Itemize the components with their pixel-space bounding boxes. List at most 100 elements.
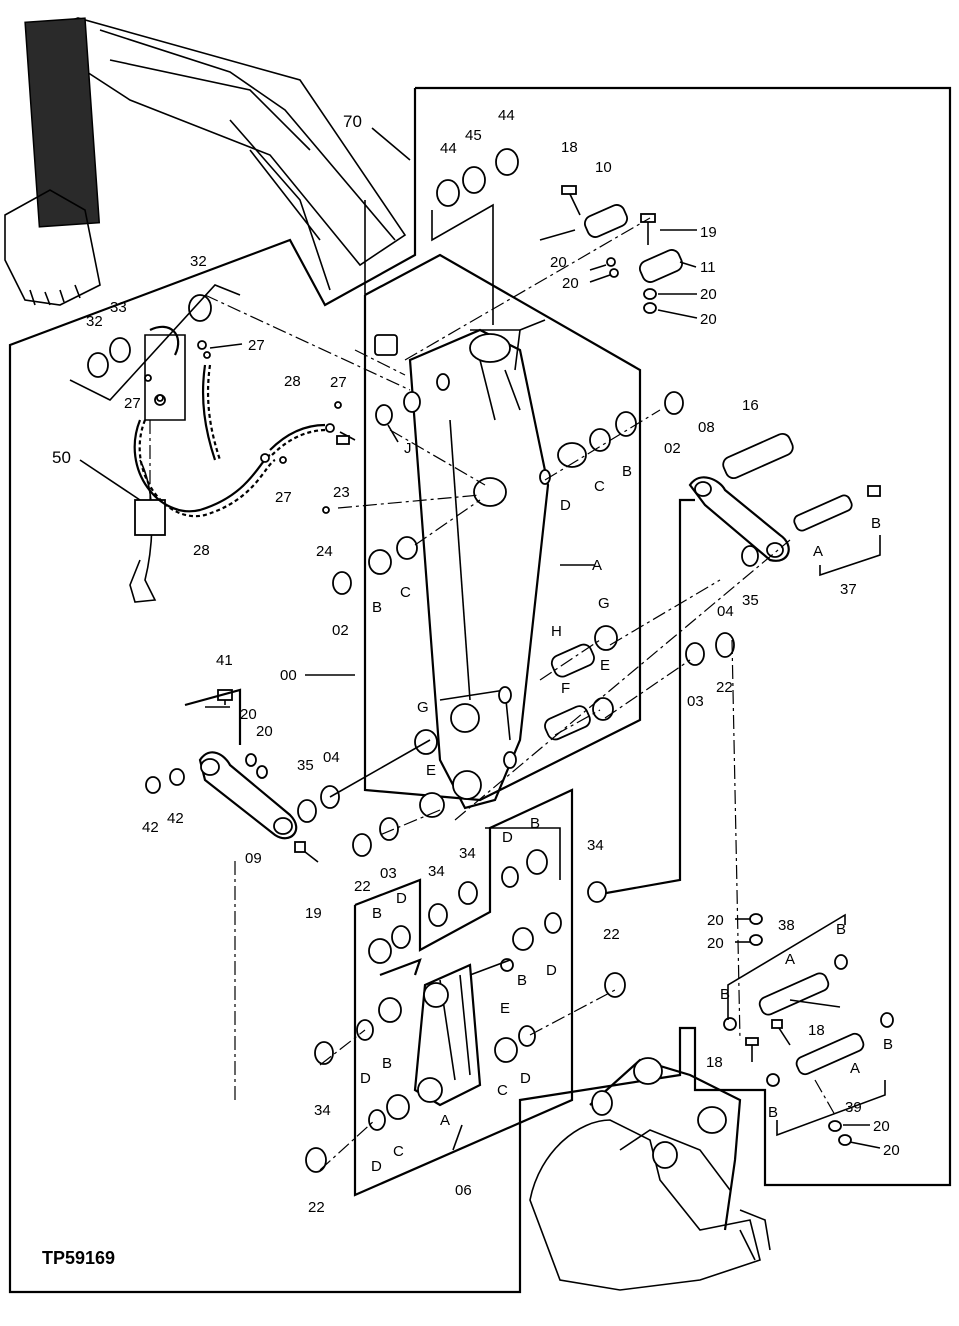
callout-34: 34 <box>459 845 476 862</box>
callout-27: 27 <box>248 337 265 354</box>
callout-20: 20 <box>700 286 717 303</box>
callout-06: 06 <box>455 1182 472 1199</box>
callout-D: D <box>546 962 557 979</box>
callout-20: 20 <box>707 912 724 929</box>
callout-32: 32 <box>190 253 207 270</box>
callout-D: D <box>360 1070 371 1087</box>
callout-20: 20 <box>240 706 257 723</box>
callout-28: 28 <box>284 373 301 390</box>
callout-04: 04 <box>717 603 734 620</box>
callout-D: D <box>560 497 571 514</box>
callout-27: 27 <box>330 374 347 391</box>
callout-33: 33 <box>110 299 127 316</box>
callout-70: 70 <box>343 112 362 131</box>
callout-G: G <box>417 699 429 716</box>
callout-labels: 70 44 45 44 18 10 19 11 20 20 20 20 32 3… <box>52 107 900 1216</box>
callout-A: A <box>850 1060 860 1077</box>
callout-18: 18 <box>561 139 578 156</box>
arm-bushings <box>332 334 735 841</box>
callout-09: 09 <box>245 850 262 867</box>
callout-35: 35 <box>742 592 759 609</box>
callout-B: B <box>382 1055 392 1072</box>
callout-34: 34 <box>587 837 604 854</box>
callout-20: 20 <box>873 1118 890 1135</box>
callout-B: B <box>622 463 632 480</box>
callout-20: 20 <box>562 275 579 292</box>
callout-02: 02 <box>664 440 681 457</box>
callout-B: B <box>530 815 540 832</box>
frame-lines <box>8 86 952 1294</box>
callout-A: A <box>440 1112 450 1129</box>
callout-02: 02 <box>332 622 349 639</box>
callout-E: E <box>500 1000 510 1017</box>
callout-23: 23 <box>333 484 350 501</box>
callout-A: A <box>813 543 823 560</box>
callout-24: 24 <box>316 543 333 560</box>
callout-E: E <box>600 657 610 674</box>
excavator-arm-silhouette <box>4 17 407 306</box>
callout-27: 27 <box>124 395 141 412</box>
callout-J: J <box>404 440 412 457</box>
bucket-silhouette <box>529 1057 771 1291</box>
callout-D: D <box>502 829 513 846</box>
link-08-group <box>594 432 881 897</box>
callout-22: 22 <box>308 1199 325 1216</box>
callout-41: 41 <box>216 652 233 669</box>
callout-B: B <box>372 905 382 922</box>
callout-19: 19 <box>305 905 322 922</box>
callout-B: B <box>720 986 730 1003</box>
dashed-leaders <box>204 294 791 1100</box>
callout-B: B <box>768 1104 778 1121</box>
callout-20: 20 <box>883 1142 900 1159</box>
callout-32: 32 <box>86 313 103 330</box>
callout-04: 04 <box>323 749 340 766</box>
callout-A: A <box>592 557 602 574</box>
washer-stack-32-33 <box>69 284 356 514</box>
callout-22: 22 <box>354 878 371 895</box>
callout-E: E <box>426 762 436 779</box>
callout-37: 37 <box>840 581 857 598</box>
callout-H: H <box>551 623 562 640</box>
callout-C: C <box>594 478 605 495</box>
callout-18: 18 <box>808 1022 825 1039</box>
callout-03: 03 <box>380 865 397 882</box>
callout-C: C <box>400 584 411 601</box>
callout-42: 42 <box>142 819 159 836</box>
callout-B: B <box>517 972 527 989</box>
callout-G: G <box>598 595 610 612</box>
callout-00: 00 <box>280 667 297 684</box>
callout-08: 08 <box>698 419 715 436</box>
callout-42: 42 <box>167 810 184 827</box>
callout-B: B <box>883 1036 893 1053</box>
callout-B: B <box>372 599 382 616</box>
callout-C: C <box>497 1082 508 1099</box>
callout-C: C <box>393 1143 404 1160</box>
callout-20: 20 <box>550 254 567 271</box>
callout-18: 18 <box>706 1054 723 1071</box>
callout-39: 39 <box>845 1099 862 1116</box>
callout-D: D <box>371 1158 382 1175</box>
callout-A: A <box>785 951 795 968</box>
main-arm-00 <box>403 328 551 810</box>
callout-44: 44 <box>498 107 515 124</box>
callout-20: 20 <box>700 311 717 328</box>
callout-45: 45 <box>465 127 482 144</box>
callout-03: 03 <box>687 693 704 710</box>
callout-50: 50 <box>52 448 71 467</box>
label-leaders <box>79 127 881 1151</box>
callout-44: 44 <box>440 140 457 157</box>
callout-20: 20 <box>707 935 724 952</box>
callout-34: 34 <box>428 863 445 880</box>
link-09-group <box>145 688 431 863</box>
callout-20: 20 <box>256 723 273 740</box>
callout-D: D <box>396 890 407 907</box>
callout-B: B <box>871 515 881 532</box>
upper-pins-group <box>404 148 683 361</box>
callout-22: 22 <box>603 926 620 943</box>
callout-F: F <box>561 680 570 697</box>
bucket-pins-38-39 <box>723 913 894 1146</box>
callout-16: 16 <box>742 397 759 414</box>
diagram-code-label: TP59169 <box>42 1248 115 1268</box>
callout-28: 28 <box>193 542 210 559</box>
